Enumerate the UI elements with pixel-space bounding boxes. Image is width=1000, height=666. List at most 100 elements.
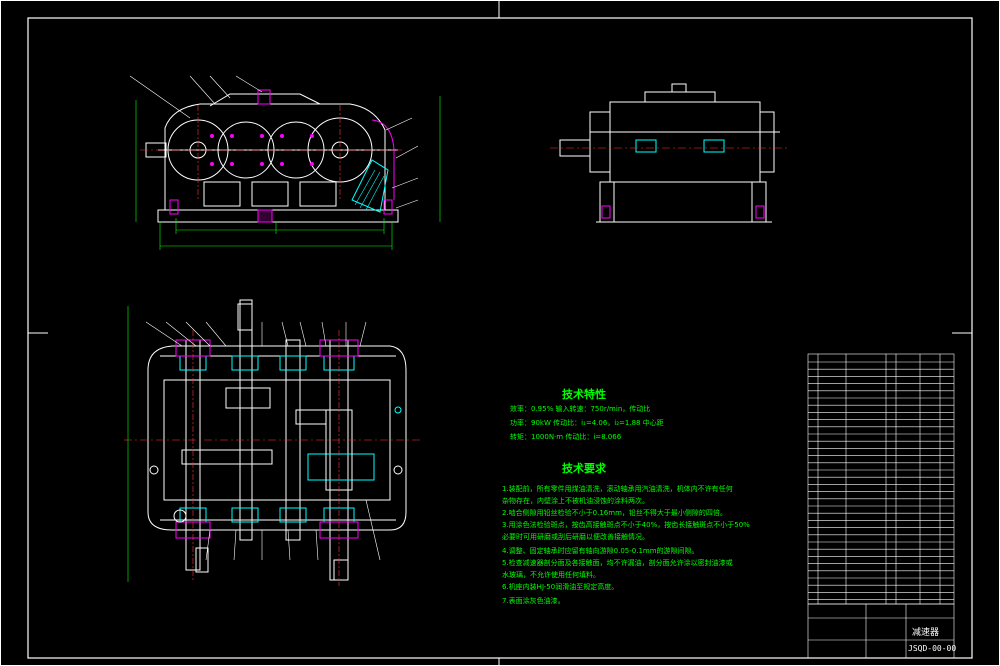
side-vent [671, 83, 687, 93]
bearing [231, 507, 259, 523]
bolt-dot [230, 134, 234, 138]
top-shaft-end [237, 303, 253, 331]
front-dimensions [135, 96, 441, 250]
leader [205, 529, 211, 561]
front-bolts [210, 134, 314, 166]
foot-bolt-mid [257, 209, 273, 223]
front-view [129, 75, 441, 250]
tech-requirement-line: 杂物存在，内壁涂上不被机油浸蚀的涂料两次。 [502, 497, 649, 505]
bolt-dot [280, 162, 284, 166]
leader [233, 529, 237, 561]
leader [189, 75, 216, 105]
leader [205, 321, 227, 347]
side-view [550, 83, 790, 223]
output-shaft-end [333, 559, 349, 581]
rib [203, 181, 241, 207]
hatch [365, 175, 385, 211]
tech-requirement-line: 4.调整、固定轴承时应留有轴向游隙0.05-0.1mm的游隙间隙。 [502, 547, 699, 555]
leader [391, 177, 419, 189]
side-bearing-left [589, 111, 611, 173]
bearing [279, 355, 307, 371]
bearing [279, 507, 307, 523]
tech-requirements-heading: 技术要求 [562, 462, 606, 475]
tech-feature-line: 效率：0.95% 输入转速：750r/min，传动比 [510, 405, 651, 413]
parts-list-columns [817, 354, 941, 604]
bolt-dot [210, 162, 214, 166]
inspection-cover [209, 93, 321, 107]
bolt-dot [280, 134, 284, 138]
tech-requirement-line: 2.啮合侧隙用铅丝检验不小于0.16mm，铅丝不得大于最小侧隙的四倍。 [502, 509, 727, 517]
bolt-hole [394, 406, 402, 414]
plan-section-view [124, 299, 420, 586]
leader [129, 75, 191, 119]
plan-bearings [179, 355, 355, 523]
leader [385, 117, 413, 131]
title-block-frame [807, 603, 955, 659]
bolt-dot [310, 134, 314, 138]
foot-bolt-right [383, 199, 393, 215]
gear-block-4 [307, 453, 375, 481]
side-top-cover [644, 91, 716, 103]
bearing [231, 355, 259, 371]
leader [165, 321, 197, 347]
hatch [359, 171, 381, 209]
bolt-dot [260, 134, 264, 138]
tech-requirement-line: 3.用涂色法检验斑点，按齿高接触斑点不小于40%，按齿长接触斑点不小于50% [502, 521, 750, 529]
side-hatch-1 [635, 139, 657, 153]
vent-plug [257, 89, 271, 105]
bolt-dot [260, 162, 264, 166]
leader [145, 321, 183, 347]
bolt-dot [210, 134, 214, 138]
bolt-hole [149, 465, 159, 475]
leader [185, 321, 211, 347]
leader [365, 499, 381, 561]
parts-list-frame [807, 353, 955, 605]
tech-requirement-line: 水玻璃，不允许使用任何填料。 [502, 571, 600, 579]
tech-feature-line: 功率：90kW 传动比：i₁=4.06，i₂=1.88 中心距 [510, 419, 664, 427]
side-foot-bolt-right [755, 205, 765, 219]
drawing-name: 减速器 [912, 628, 940, 638]
plan-leaders [145, 321, 381, 561]
tech-requirement-line: 必要时可用研磨或刮后研磨以便改善接触情况。 [502, 533, 649, 541]
parts-list-rows [808, 361, 954, 600]
side-foot-bolt-left [601, 205, 611, 219]
rib [299, 181, 337, 207]
drain-plug [173, 509, 187, 523]
plan-housing-inner [163, 379, 391, 501]
tech-feature-line: 转矩：1000N·m 传动比：i=8.066 [510, 433, 622, 441]
rib [251, 181, 289, 207]
right-flange [371, 119, 395, 200]
leader [209, 75, 231, 99]
tech-features-heading: 技术特性 [562, 388, 606, 401]
side-bearing-right [759, 111, 775, 173]
gear-block-1 [225, 387, 271, 409]
inner-border [27, 17, 973, 659]
leader [359, 321, 367, 347]
front-base [157, 209, 399, 223]
leader [299, 321, 307, 347]
plan-housing-outer [147, 345, 407, 531]
side-hatch-2 [703, 139, 725, 153]
bolt-dot [310, 162, 314, 166]
parts-list-table [807, 353, 955, 659]
drawing-number: JSQD-00-00 [908, 644, 957, 653]
front-housing-outline [164, 103, 386, 211]
tech-requirement-line: 5.检查减速器剖分面及各接触面，均不许漏油，剖分面允许涂以密封油漆或 [502, 559, 733, 567]
intermediate-shaft-1 [239, 299, 253, 541]
tech-requirement-line: 7.表面涂灰色油漆。 [502, 597, 565, 605]
hatch [354, 169, 376, 206]
tech-requirement-line: 1.装配前，所有零件用煤油清洗，滚动轴承用汽油清洗，机体内不许有任何 [502, 485, 733, 493]
leader [235, 75, 263, 93]
front-ribs [203, 181, 337, 207]
leader [395, 145, 419, 159]
leader [395, 199, 419, 209]
leader [287, 529, 291, 561]
front-leaders [129, 75, 419, 209]
leader [315, 529, 319, 561]
bolt-hole [393, 465, 403, 475]
hatch-lines [354, 169, 385, 211]
side-housing [609, 101, 761, 183]
foot-bolt-left [169, 199, 179, 215]
